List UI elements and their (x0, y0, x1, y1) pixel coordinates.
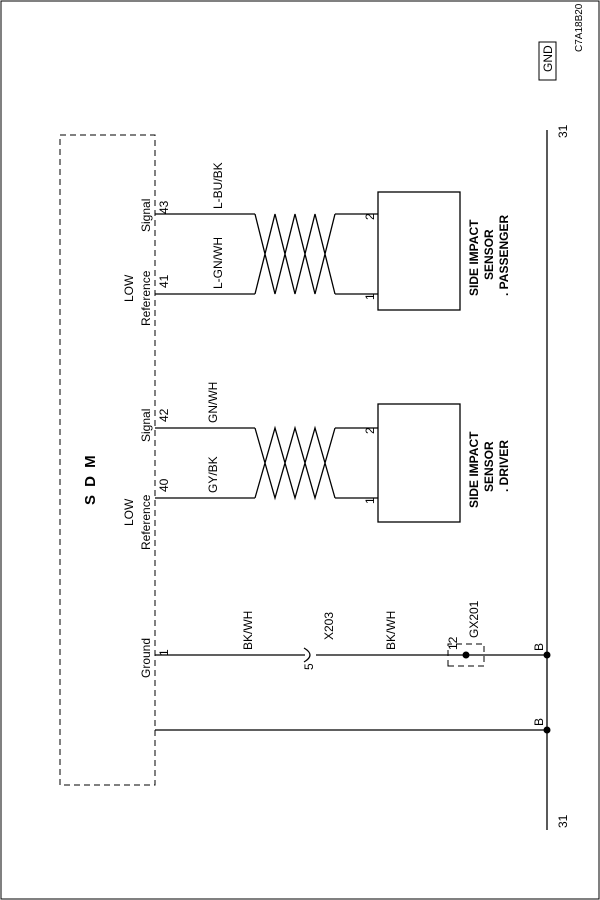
driver-sensor-line2: SENSOR (482, 441, 496, 492)
ground-bus-label-right: 31 (556, 124, 570, 138)
driver-sensor-line3: . DRIVER (497, 440, 511, 492)
pass-sensor-box (377, 191, 461, 311)
pass-low-label: LOW (122, 274, 136, 302)
diagram-id: C7A18B20 (574, 3, 585, 52)
splice-b-2-label: B (532, 643, 546, 651)
x203-label: X203 (322, 612, 336, 640)
pass-low-wire-color: L-GN/WH (211, 237, 225, 289)
driver-low-label: LOW (122, 498, 136, 526)
driver-sensor-pin2: 2 (363, 427, 377, 434)
splice-b-1-label: B (532, 718, 546, 726)
splice-b-1 (543, 726, 551, 734)
ground-bus-label-left: 31 (556, 814, 570, 828)
pass-sensor-line1: SIDE IMPACT (467, 219, 481, 296)
pass-sensor-line2: SENSOR (482, 229, 496, 280)
driver-sensor-pin1: 1 (363, 497, 377, 504)
gnd-box (538, 41, 557, 81)
ground-wire-1-color: BK/WH (241, 611, 255, 650)
driver-low-wire-color: GY/BK (206, 456, 220, 493)
gx201-box (447, 643, 485, 667)
pin-ground-label: Ground (139, 638, 153, 678)
sdm-title: S D M (82, 453, 99, 505)
driver-sensor-line1: SIDE IMPACT (467, 431, 481, 508)
gnd-box-label: GND (541, 45, 555, 72)
driver-reference-label: Reference (139, 494, 153, 550)
sdm-box (59, 134, 156, 786)
driver-twisted-pair (254, 425, 336, 501)
pass-sensor-pin2: 2 (363, 213, 377, 220)
pass-low-pin: 41 (157, 274, 171, 288)
pass-sensor-line3: . PASSENGER (497, 215, 511, 296)
x203-pin: 5 (302, 663, 316, 670)
pass-twisted-pair (254, 213, 336, 295)
pass-signal-label: Signal (139, 199, 153, 232)
pin-ground-number: 1 (157, 649, 171, 656)
pass-reference-label: Reference (139, 270, 153, 326)
ground-wire-2-color: BK/WH (384, 611, 398, 650)
driver-signal-pin: 42 (157, 408, 171, 422)
gx201-pin: 12 (446, 636, 460, 650)
driver-low-pin: 40 (157, 478, 171, 492)
driver-sensor-box (377, 403, 461, 523)
pass-signal-pin: 43 (157, 200, 171, 214)
driver-signal-wire-color: GN/WH (206, 382, 220, 423)
gx201-label: GX201 (467, 600, 481, 638)
x203-connector-symbol (303, 647, 311, 663)
pass-sensor-pin1: 1 (363, 293, 377, 300)
splice-b-2 (543, 651, 551, 659)
driver-signal-label: Signal (139, 409, 153, 442)
pass-signal-wire-color: L-BU/BK (211, 162, 225, 209)
gx201-node (462, 651, 470, 659)
